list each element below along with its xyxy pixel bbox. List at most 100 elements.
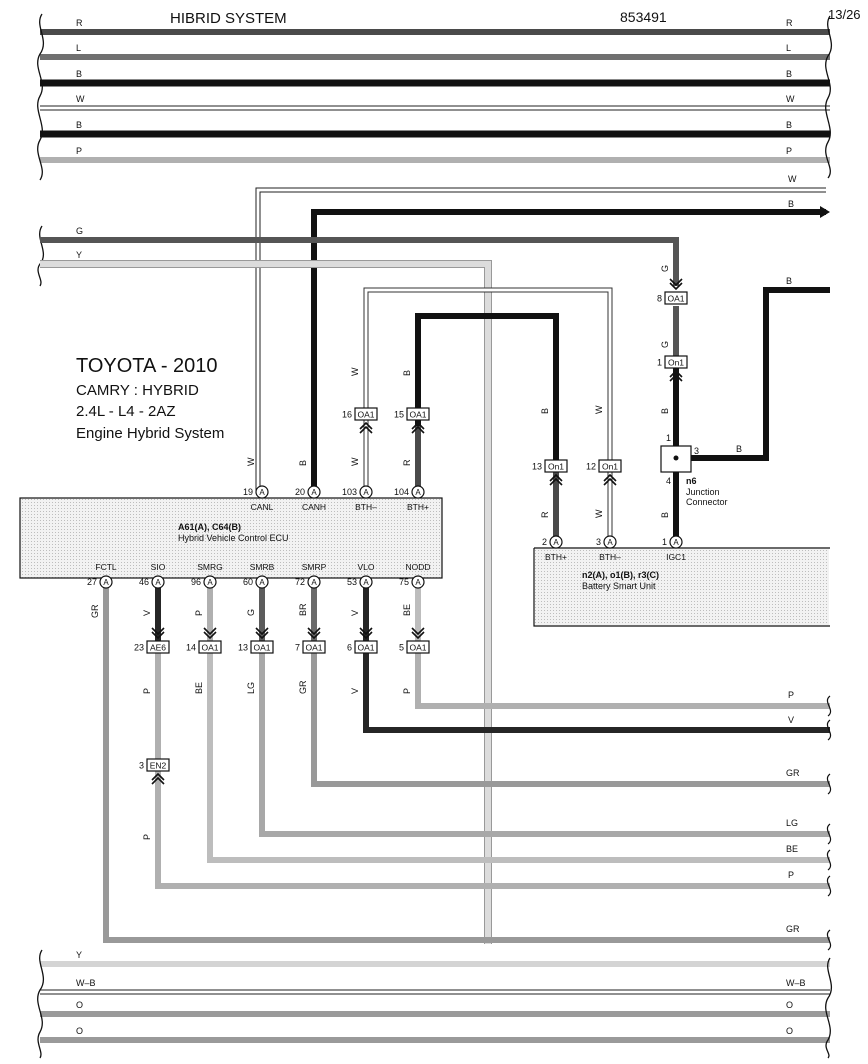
ecu-bottom-pin-3-conn: A <box>259 578 265 587</box>
wire-smrb-lg <box>259 652 830 837</box>
vehicle-system: Engine Hybrid System <box>76 425 224 442</box>
connector-c_23-label: AE6 <box>150 643 166 653</box>
connector-c_16-chevron-0 <box>359 421 373 430</box>
bus-bottom-label-left-0: Y <box>76 950 82 960</box>
bus-bottom-label-right-3: O <box>786 1026 793 1036</box>
bus-top-label-left-0: R <box>76 18 83 28</box>
connector-c_7-chevron-0 <box>307 631 321 640</box>
connector-c_5-chevron-0 <box>411 631 425 640</box>
label-out-p1: P <box>788 690 794 700</box>
wire-fctl <box>103 588 830 943</box>
ecu-bottom-pin-5-conn: A <box>363 578 369 587</box>
wire-w-in <box>255 187 826 492</box>
bus-top-label-left-5: P <box>76 146 82 156</box>
bus-top-label-right-5: P <box>786 146 792 156</box>
ecu-top-pin-1-conn: A <box>311 488 317 497</box>
bus-top-label-right-2: B <box>786 69 792 79</box>
bus-bottom-label-right-2: O <box>786 1000 793 1010</box>
ecu-pins-bottom: A27FCTLA46SIOA96SMRGA60SMRBA72SMRPA53VLO… <box>87 562 431 589</box>
label-out-gr: GR <box>786 768 800 778</box>
ecu-bottom-pin-4-signal: SMRP <box>302 562 327 572</box>
wire-b-junction <box>680 287 830 461</box>
label-out-gr2: GR <box>786 924 800 934</box>
connector-c_3-chevron-1 <box>151 776 165 785</box>
bus-bottom-label-left-2: O <box>76 1000 83 1010</box>
ecu-bottom-pin-5-circle <box>359 575 373 589</box>
connector-c_5-num: 5 <box>399 643 404 653</box>
ecu-codes: A61(A), C64(B) <box>178 522 241 532</box>
label-vlo-up: V <box>350 610 360 616</box>
label-sio-dn: P <box>142 834 152 840</box>
label-b-igc: B <box>660 408 670 414</box>
wire-vlo-v <box>363 588 830 733</box>
connector-c_23-num: 23 <box>134 643 144 653</box>
wire-nodd-p <box>415 652 830 709</box>
battery-pin-2-num: 1 <box>662 537 667 547</box>
bus-bottom-label-right-1: W–B <box>786 978 806 988</box>
connector-c_13-num: 13 <box>532 462 542 472</box>
connector-c_8-chevron-0 <box>669 282 683 291</box>
label-n-bthm-dn: W <box>594 509 604 518</box>
connector-c_6-box <box>354 640 378 654</box>
battery-pin-0-num: 2 <box>542 537 547 547</box>
label-n-bthp-dn: R <box>540 511 550 518</box>
connector-c_15-label: OA1 <box>409 410 426 420</box>
ecu-bottom-pin-2-signal: SMRG <box>197 562 223 572</box>
ecu-top-pin-2-conn: A <box>363 488 369 497</box>
ecu-top-pin-2-circle <box>359 485 373 499</box>
ecu-bottom-pin-3-circle <box>255 575 269 589</box>
ecu-top-pin-3-conn: A <box>415 488 421 497</box>
connector-c_14-label: OA1 <box>201 643 218 653</box>
ecu-bottom-pin-0-circle <box>99 575 113 589</box>
junction-dot <box>673 455 679 461</box>
ecu-bottom-pin-1-conn: A <box>155 578 161 587</box>
page-title: HIBRID SYSTEM <box>170 10 287 27</box>
connector-c_8-label: OA1 <box>667 294 684 304</box>
label-smrg-up: P <box>194 610 204 616</box>
wire-label-w: W <box>788 174 797 184</box>
junction-name-1: Junction <box>686 487 720 497</box>
connector-c_6-chevron-0 <box>359 631 373 640</box>
ecu-bottom-pin-1-signal: SIO <box>151 562 166 572</box>
ecu-bottom-pin-6-signal: NODD <box>405 562 430 572</box>
wire-label-g-in: G <box>76 226 83 236</box>
battery-name: Battery Smart Unit <box>582 581 656 591</box>
ecu-bottom-pin-4-conn: A <box>311 578 317 587</box>
wire-label-b-right: B <box>786 276 792 286</box>
connector-c_15-box <box>406 407 430 421</box>
connector-c_12-num: 12 <box>586 462 596 472</box>
connector-c_1-box <box>664 355 688 369</box>
battery-pin-1-signal: BTH– <box>599 552 621 562</box>
connector-c_13b-box <box>250 640 274 654</box>
ecu-bottom-pin-6-conn: A <box>415 578 421 587</box>
ecu-bottom-pin-2-conn: A <box>207 578 213 587</box>
ecu-top-pin-3-signal: BTH+ <box>407 502 429 512</box>
bus-top-label-left-4: B <box>76 120 82 130</box>
battery-pin-0-conn: A <box>553 538 559 547</box>
ecu-bottom-pin-0-conn: A <box>103 578 109 587</box>
connector-c_12-chevron-1 <box>603 477 617 486</box>
connector-c_12-chevron-0 <box>603 473 617 482</box>
ecu-bottom-pin-4-circle <box>307 575 321 589</box>
connector-c_13b-chevron-1 <box>255 627 269 636</box>
label-smrp-up: BR <box>298 603 308 616</box>
battery-pin-1-circle <box>603 535 617 549</box>
output-break-marks <box>826 695 832 951</box>
wire-b-in <box>311 209 826 488</box>
battery-pin-0-circle <box>549 535 563 549</box>
wire-y <box>40 260 492 944</box>
connector-c_13-label: On1 <box>548 462 564 472</box>
connector-c_14-box <box>198 640 222 654</box>
wire-bth-plus <box>415 313 559 484</box>
bus-top-label-right-0: R <box>786 18 793 28</box>
label-out-v: V <box>788 715 794 725</box>
battery-pin-1-num: 3 <box>596 537 601 547</box>
connector-c_1-label: On1 <box>668 358 684 368</box>
wire-g-in <box>40 237 679 286</box>
label-n-bthm-up: W <box>594 405 604 414</box>
connector-c_12-label: On1 <box>602 462 618 472</box>
label-canl: W <box>246 457 256 466</box>
